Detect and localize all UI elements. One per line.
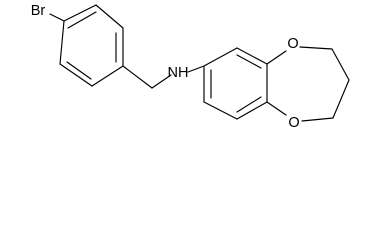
bond xyxy=(203,47,238,67)
bond xyxy=(95,4,124,29)
bond xyxy=(332,79,350,119)
bond xyxy=(299,46,333,50)
ch2-nh-bond xyxy=(151,74,172,89)
atom-label-bromine: Br xyxy=(31,3,46,19)
bond xyxy=(266,101,287,116)
bromophenyl-ring xyxy=(59,4,124,87)
inner-double-bond xyxy=(236,96,262,113)
bond xyxy=(236,101,268,120)
dioxepine-ring xyxy=(266,46,350,122)
benzylic-bond xyxy=(122,65,153,89)
bond xyxy=(301,117,334,122)
bond xyxy=(63,4,97,22)
bond xyxy=(331,48,350,81)
inner-double-bond xyxy=(66,61,92,80)
atom-label-amine: NH xyxy=(168,65,189,81)
bond xyxy=(59,63,93,87)
nh-ring-bond xyxy=(187,65,205,73)
benzodioxepine-aromatic-ring xyxy=(203,47,268,120)
inner-double-bond xyxy=(67,11,97,29)
atom-label-oxygen-lower: O xyxy=(288,115,299,131)
atom-label-oxygen-upper: O xyxy=(287,36,298,52)
bond xyxy=(59,20,65,65)
chemical-structure-diagram: Br NH O O xyxy=(31,3,350,131)
bond xyxy=(266,50,287,65)
bond xyxy=(91,65,124,87)
substituent-bonds xyxy=(49,13,205,89)
bond xyxy=(203,101,238,120)
bond xyxy=(236,47,268,65)
inner-double-bond xyxy=(236,54,262,69)
bromine-bond xyxy=(49,13,65,22)
